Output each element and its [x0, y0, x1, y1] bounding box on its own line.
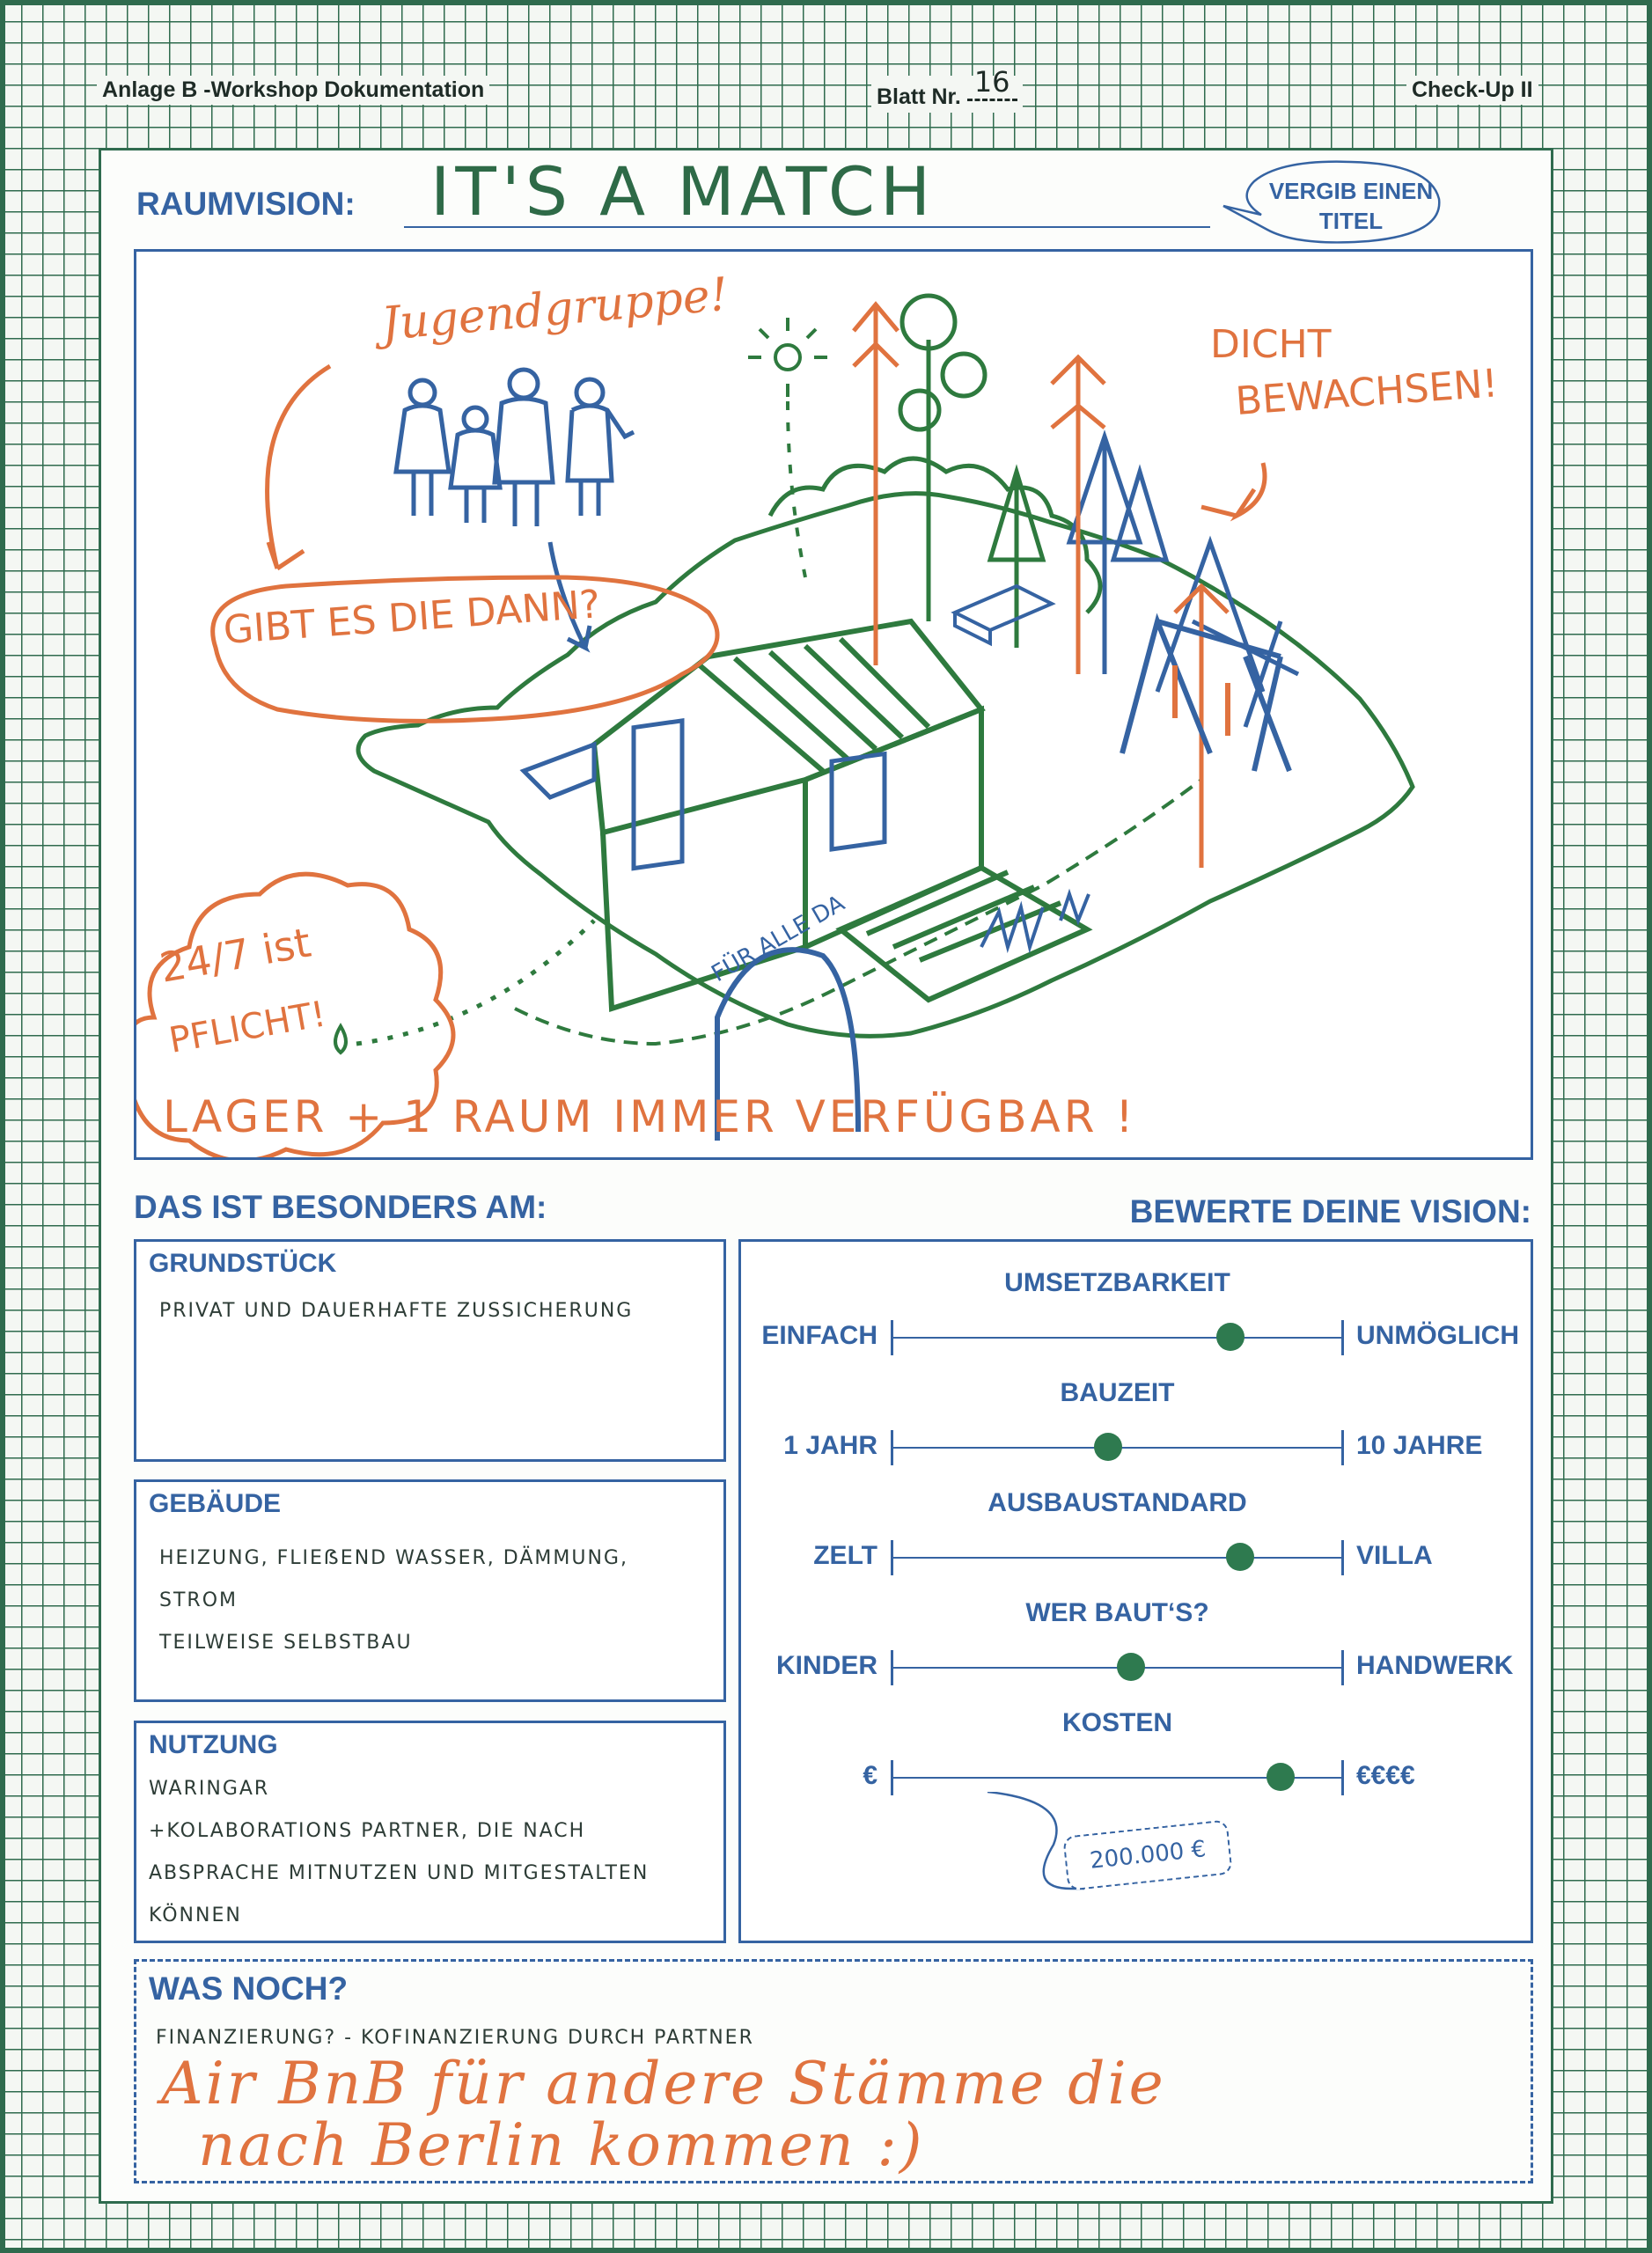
slider-max-label: €€€€	[1356, 1761, 1415, 1790]
note-dense-2: BEWACHSEN!	[1234, 361, 1499, 424]
slider-track[interactable]	[891, 1650, 1344, 1685]
title-hint-line2: TITEL	[1319, 208, 1383, 234]
nutzung-line-4: KÖNNEN	[149, 1904, 242, 1926]
special-heading: DAS IST BESONDERS AM:	[134, 1189, 547, 1225]
note-dense-1: DICHT	[1210, 322, 1332, 367]
nutzung-line-3: ABSPRACHE MITNUTZEN UND MITGESTALTEN	[149, 1862, 650, 1884]
back-bushes	[767, 456, 1103, 614]
slider-track[interactable]	[891, 1540, 1344, 1575]
note-youth-group: Jugendgruppe!	[371, 268, 731, 352]
rating-heading: BEWERTE DEINE VISION:	[1129, 1193, 1531, 1229]
gebaeude-title: GEBÄUDE	[149, 1489, 282, 1518]
swing-set	[1120, 613, 1292, 773]
box-extra: WAS NOCH? FINANZIERUNG? - KOFINANZIERUNG…	[134, 1959, 1533, 2183]
sketch-area: FÜR ALLE DA Jugendgruppe! GIBT ES DIE DA…	[123, 249, 1533, 1163]
extra-heading: WAS NOCH?	[149, 1970, 349, 2007]
orange-marks	[265, 301, 1267, 868]
house-doors	[519, 718, 887, 871]
house	[591, 618, 1093, 1013]
vision-title-line: IT'S A MATCH	[404, 150, 1210, 231]
doc-header-right: Check-Up II	[1406, 76, 1538, 105]
slider-title: KOSTEN	[1061, 1708, 1172, 1737]
slider-knob[interactable]	[1266, 1763, 1295, 1791]
slider-min-label: 1 JAHR	[783, 1431, 877, 1460]
extra-line-3: nach Berlin kommen :)	[198, 2111, 925, 2179]
title-hint-line1: VERGIB EINEN	[1269, 178, 1433, 204]
slider-title: AUSBAUSTANDARD	[988, 1488, 1247, 1517]
note-cloud-1: 24/7 ist	[157, 919, 314, 992]
dotted-path	[356, 919, 596, 1046]
worksheet: RAUMVISION: IT'S A MATCH VERGIB EINEN TI…	[99, 148, 1553, 2204]
vision-sketch: FÜR ALLE DA Jugendgruppe! GIBT ES DIE DA…	[123, 268, 1500, 1163]
sheet-number: 16	[966, 65, 1017, 101]
title-hint-bubble: VERGIB EINEN TITEL	[1222, 160, 1441, 244]
cost-connector	[987, 1792, 1084, 1890]
bench	[951, 583, 1056, 647]
doc-header-left: Anlage B -Workshop Dokumentation	[97, 76, 490, 105]
slider-max-label: VILLA	[1356, 1541, 1433, 1570]
rating-panel: UMSETZBARKEIT EINFACH UNMÖGLICH BAUZEIT 1 JA…	[738, 1239, 1533, 1943]
note-bottom: LAGER + 1 RAUM IMMER VERFÜGBAR !	[163, 1091, 1136, 1142]
slider-knob[interactable]	[1094, 1433, 1123, 1461]
nutzung-title: NUTZUNG	[149, 1730, 278, 1759]
nutzung-line-2: +KOLABORATIONS PARTNER, DIE NACH	[149, 1820, 586, 1842]
trees	[898, 293, 1046, 648]
vision-label: RAUMVISION:	[136, 186, 356, 222]
slider-max-label: HANDWERK	[1356, 1651, 1514, 1680]
slider-min-label: ZELT	[813, 1541, 877, 1570]
slider-title: BAUZEIT	[1060, 1378, 1175, 1407]
sheet-number-field: Blatt Nr. 16	[871, 65, 1023, 113]
slider-knob[interactable]	[1216, 1323, 1245, 1351]
box-grundstueck: GRUNDSTÜCK PRIVAT UND DAUERHAFTE ZUSSICH…	[134, 1239, 726, 1462]
vision-title: IT'S A MATCH	[430, 152, 936, 231]
slider-knob[interactable]	[1225, 1543, 1254, 1571]
gebaeude-line-3: TEILWEISE SELBSTBAU	[159, 1632, 413, 1654]
grundstueck-text: PRIVAT UND DAUERHAFTE ZUSSICHERUNG	[159, 1300, 634, 1322]
slider-track[interactable]	[891, 1430, 1344, 1465]
slider-title: WER BAUT‘S?	[1025, 1598, 1209, 1627]
gebaeude-line-2: STROM	[159, 1589, 238, 1611]
slider-min-label: EINFACH	[761, 1321, 877, 1350]
front-plants	[980, 888, 1090, 954]
nutzung-line-1: WARINGAR	[149, 1778, 270, 1800]
slider-min-label: €	[863, 1761, 877, 1790]
island-edge	[514, 778, 1203, 1046]
sheet-label: Blatt Nr.	[877, 84, 961, 109]
box-gebaeude: GEBÄUDE HEIZUNG, FLIEẞEND WASSER, DÄMMUN…	[134, 1479, 726, 1702]
slider-max-label: UNMÖGLICH	[1356, 1321, 1519, 1350]
gebaeude-line-1: HEIZUNG, FLIEẞEND WASSER, DÄMMUNG,	[159, 1547, 628, 1569]
speech-bubble	[210, 575, 720, 723]
grundstueck-title: GRUNDSTÜCK	[149, 1249, 337, 1278]
sun-icon	[748, 318, 827, 578]
gate-arch	[715, 947, 861, 1141]
slider-title: UMSETZBARKEIT	[1004, 1268, 1230, 1297]
extra-line-2: Air BnB für andere Stämme die	[161, 2050, 1166, 2117]
extra-line-1: FINANZIERUNG? - KOFINANZIERUNG DURCH PAR…	[156, 2027, 754, 2049]
note-cloud-2: PFLICHT!	[166, 994, 329, 1061]
slider-max-label: 10 JAHRE	[1356, 1431, 1483, 1460]
slider-track[interactable]	[891, 1320, 1344, 1355]
slider-knob[interactable]	[1116, 1653, 1145, 1681]
water-drop-icon	[334, 1023, 348, 1055]
slider-min-label: KINDER	[775, 1651, 877, 1680]
slider-track[interactable]	[891, 1760, 1344, 1795]
box-nutzung: NUTZUNG WARINGAR +KOLABORATIONS PARTNER,…	[134, 1721, 726, 1943]
youth-group	[393, 367, 635, 653]
note-speech: GIBT ES DIE DANN?	[222, 582, 601, 653]
